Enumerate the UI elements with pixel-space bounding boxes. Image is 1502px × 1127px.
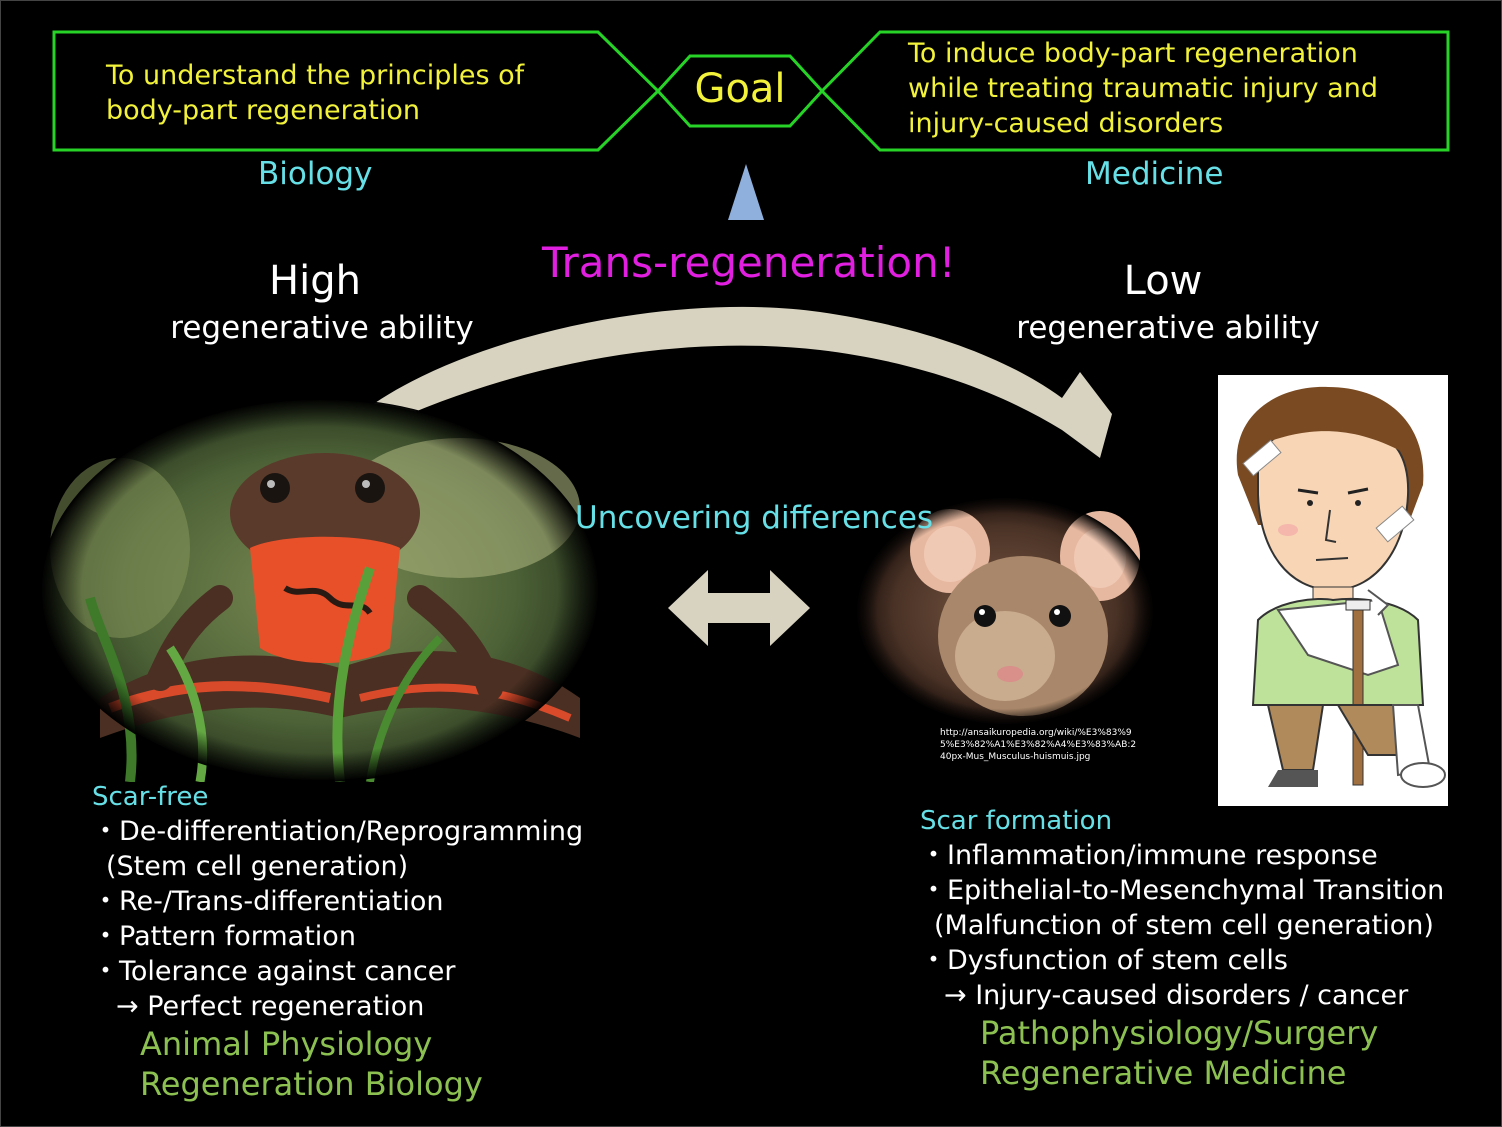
list-item: ・Tolerance against cancer <box>92 956 456 987</box>
goal-left-text: To understand the principles of body-par… <box>106 60 525 126</box>
right-feature-list: Scar formation ・Inflammation/immune resp… <box>920 806 1444 1093</box>
left-feature-list: Scar-free ・De-differentiation/Reprogramm… <box>92 782 583 1104</box>
trans-regeneration-headline: Trans-regeneration! <box>542 238 956 287</box>
list-item: ・Dysfunction of stem cells <box>920 945 1288 976</box>
list-item: ・Epithelial-to-Mesenchymal Transition <box>920 875 1445 906</box>
left-list-heading: Scar-free <box>92 782 209 812</box>
list-item: → Perfect regeneration <box>116 991 425 1022</box>
up-triangle-icon <box>728 164 764 220</box>
high-ability-label: regenerative ability <box>170 310 474 346</box>
discipline-label: Regeneration Biology <box>140 1065 483 1103</box>
goal-right-box <box>819 30 1450 152</box>
curved-arrow-icon <box>362 306 1112 458</box>
image-credit: http://ansaikuropedia.org/wiki/%E3%83%95… <box>940 728 1137 762</box>
low-label: Low <box>1123 258 1203 304</box>
goal-right-text: To induce body-part regeneration while t… <box>908 38 1378 139</box>
list-item: ・Inflammation/immune response <box>920 840 1378 871</box>
list-item: (Stem cell generation) <box>106 851 409 882</box>
newt-photo <box>40 398 600 782</box>
discipline-label: Pathophysiology/Surgery <box>980 1014 1379 1052</box>
high-label: High <box>269 258 361 304</box>
list-item: → Injury-caused disorders / cancer <box>944 980 1409 1011</box>
list-item: ・Pattern formation <box>92 921 356 952</box>
medicine-label: Medicine <box>1085 156 1224 192</box>
right-list-heading: Scar formation <box>920 806 1113 836</box>
goal-label: Goal <box>694 66 786 112</box>
double-arrow-icon <box>668 570 810 646</box>
biology-label: Biology <box>258 156 373 192</box>
discipline-label: Regenerative Medicine <box>980 1054 1347 1092</box>
list-item: (Malfunction of stem cell generation) <box>934 910 1434 941</box>
uncovering-differences-label: Uncovering differences <box>575 500 934 536</box>
injured-man-illustration <box>1218 375 1448 806</box>
list-item: ・De-differentiation/Reprogramming <box>92 816 584 847</box>
goal-left-box <box>52 30 661 152</box>
low-ability-label: regenerative ability <box>1016 310 1320 346</box>
mouse-photo <box>855 496 1155 726</box>
list-item: ・Re-/Trans-differentiation <box>92 886 444 917</box>
discipline-label: Animal Physiology <box>140 1025 433 1063</box>
